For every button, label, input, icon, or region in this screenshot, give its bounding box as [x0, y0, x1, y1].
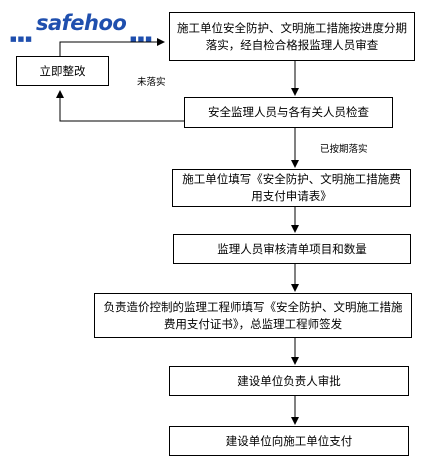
arrow-rectify-step1: [59, 38, 165, 56]
flow-step-3: 施工单位填写《安全防护、文明施工措施费用支付申请表》: [172, 169, 411, 207]
flow-step-5: 负责造价控制的监理工程师填写《安全防护、文明施工措施费用支付证书》，总监理工程师…: [94, 293, 412, 338]
flow-step-1-text: 施工单位安全防护、文明施工措施按进度分期落实，经自检合格报监理人员审查: [177, 20, 407, 52]
logo-dots-right: ■■■: [130, 35, 153, 43]
flow-step-6: 建设单位负责人审批: [169, 366, 409, 396]
flow-step-7: 建设单位向施工单位支付: [169, 426, 409, 456]
flow-rectify: 立即整改: [16, 56, 109, 86]
flow-step-4-text: 监理人员审核清单项目和数量: [217, 241, 367, 256]
flow-step-5-text: 负责造价控制的监理工程师填写《安全防护、文明施工措施费用支付证书》，总监理工程师…: [103, 299, 403, 331]
flow-step-4: 监理人员审核清单项目和数量: [173, 234, 411, 264]
arrow-step2-rectify: [56, 90, 184, 122]
logo-text: safehoo: [36, 11, 127, 35]
flow-rectify-text: 立即整改: [39, 63, 86, 78]
flow-step-3-text: 施工单位填写《安全防护、文明施工措施费用支付申请表》: [182, 172, 401, 203]
flow-step-6-text: 建设单位负责人审批: [237, 373, 341, 388]
flow-step-2-text: 安全监理人员与各有关人员检查: [208, 105, 369, 119]
edge-label-not-done: 未落实: [137, 77, 166, 88]
flow-step-7-text: 建设单位向施工单位支付: [225, 433, 353, 448]
flow-step-1: 施工单位安全防护、文明施工措施按进度分期落实，经自检合格报监理人员审查: [169, 12, 415, 61]
logo-dots-left: ■■■: [10, 35, 33, 43]
edge-label-done: 已按期落实: [320, 144, 368, 155]
flow-step-2: 安全监理人员与各有关人员检查: [184, 97, 393, 128]
